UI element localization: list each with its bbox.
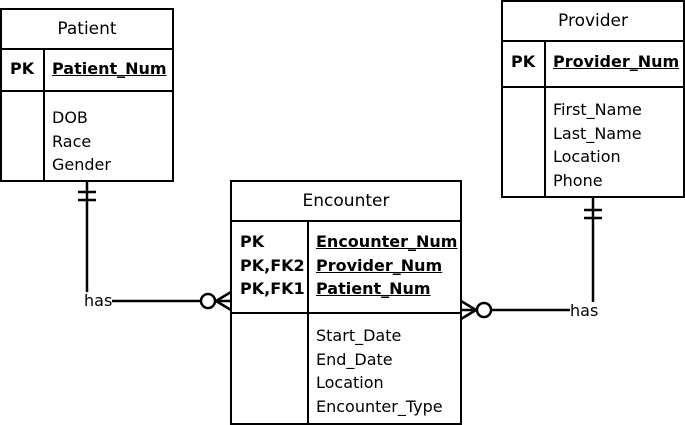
attribute-list: DOB Race Gender: [52, 108, 111, 174]
encounter-crowfoot: [460, 299, 477, 312]
patient-entity[interactable]: Patient PK Patient_Num DOB Race Gender: [0, 8, 174, 182]
attribute-list: Start_Date End_Date Location Encounter_T…: [316, 326, 443, 416]
encounter-crowfoot: [460, 308, 477, 321]
key-labels: PK: [511, 52, 536, 71]
key-labels: PK: [10, 59, 35, 78]
key-fields: Provider_Num: [553, 52, 680, 71]
key-section: PK PK,FK2 PK,FK1 Encounter_Num Provider_…: [232, 222, 460, 312]
encounter-crowfoot: [215, 299, 232, 312]
encounter-zero-circle: [199, 292, 217, 310]
key-labels: PK PK,FK2 PK,FK1: [240, 232, 305, 298]
key-fields: Patient_Num: [52, 59, 167, 78]
encounter-zero-circle: [475, 301, 493, 319]
attribute-section: First_Name Last_Name Location Phone: [503, 86, 683, 196]
patient-encounter-line: [85, 181, 230, 303]
relationship-label-patient: has: [84, 291, 113, 310]
entity-title: Encounter: [232, 182, 460, 222]
encounter-entity[interactable]: Encounter PK PK,FK2 PK,FK1 Encounter_Num…: [230, 180, 462, 425]
attribute-section: DOB Race Gender: [2, 90, 172, 180]
attribute-section: Start_Date End_Date Location Encounter_T…: [232, 312, 460, 423]
provider-encounter-line: [462, 197, 595, 312]
encounter-crowfoot: [215, 290, 232, 303]
key-fields: Encounter_Num Provider_Num Patient_Num: [316, 232, 458, 298]
provider-entity[interactable]: Provider PK Provider_Num First_Name Last…: [501, 0, 685, 198]
attribute-list: First_Name Last_Name Location Phone: [553, 100, 642, 190]
relationship-label-provider: has: [570, 301, 599, 320]
entity-title: Provider: [503, 2, 683, 42]
entity-title: Patient: [2, 10, 172, 50]
key-section: PK Provider_Num: [503, 42, 683, 86]
key-section: PK Patient_Num: [2, 50, 172, 90]
